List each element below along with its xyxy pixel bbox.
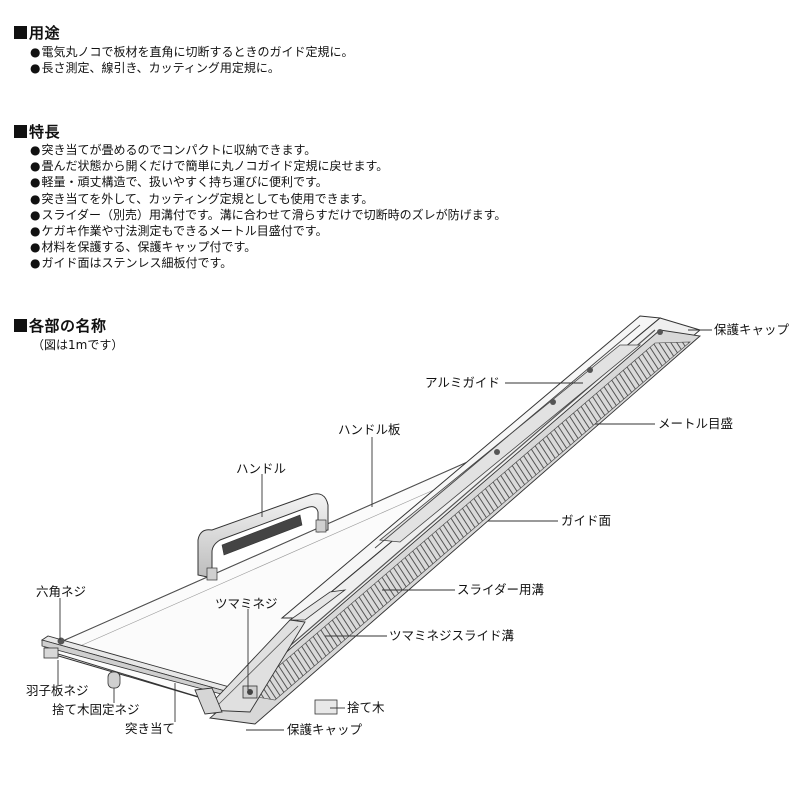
knob-slide-assembly	[203, 589, 347, 713]
square-bullet-icon	[14, 26, 27, 39]
features-title: 特長	[29, 123, 61, 141]
guide-hole-icon	[494, 449, 500, 455]
feature-item: 突き当てを外して、カッティング定規としても使用できます。	[30, 191, 506, 207]
parts-note: （図は1mです）	[32, 338, 124, 352]
label-cap-top: 保護キャップ	[714, 322, 790, 337]
usage-heading: 用途	[14, 22, 60, 43]
usage-item: 長さ測定、線引き、カッティング用定規に。	[30, 60, 354, 76]
label-knob-screw: ツマミネジ	[215, 596, 278, 611]
feature-item: 材料を保護する、保護キャップ付です。	[30, 239, 506, 255]
feature-item: スライダー（別売）用溝付です。溝に合わせて滑らすだけで切断時のズレが防げます。	[30, 207, 506, 223]
label-knob-slide-groove: ツマミネジスライド溝	[389, 628, 515, 643]
sacrificial-screw-icon	[107, 671, 121, 689]
label-slider-groove: スライダー用溝	[457, 582, 545, 597]
knob-screw-icon	[247, 689, 253, 695]
usage-title: 用途	[29, 24, 61, 42]
feature-item: 畳んだ状態から開くだけで簡単に丸ノコガイド定規に戻せます。	[30, 158, 506, 174]
left-end-screws	[43, 637, 65, 659]
handle-plate	[44, 451, 506, 706]
label-meter-scale: メートル目盛	[658, 416, 733, 431]
features-heading: 特長	[14, 121, 60, 142]
usage-item: 電気丸ノコで板材を直角に切断するときのガイド定規に。	[30, 44, 353, 60]
parts-title: 各部の名称	[29, 317, 107, 335]
usage-list: 電気丸ノコで板材を直角に切断するときのガイド定規に。 長さ測定、線引き、カッティ…	[30, 44, 354, 76]
leader-lines	[57, 329, 712, 731]
sacrificial-wood	[107, 671, 338, 715]
label-sacrificial-screw: 捨て木固定ネジ	[52, 702, 140, 717]
features-list: 突き当てが畳めるのでコンパクトに収納できます。 畳んだ状態から開くだけで簡単に丸…	[30, 142, 506, 272]
guide-hole-icon	[587, 367, 593, 373]
handle	[197, 493, 329, 581]
hex-screw-icon	[57, 637, 65, 645]
label-wing-screw: 羽子板ネジ	[26, 683, 89, 698]
parts-heading: 各部の名称	[14, 315, 107, 336]
wing-screw-icon	[43, 647, 59, 659]
label-handle-plate: ハンドル板	[338, 422, 401, 437]
guide-hole-icon	[550, 399, 556, 405]
feature-item: ガイド面はステンレス細板付です。	[30, 255, 506, 271]
feature-item: 突き当てが畳めるのでコンパクトに収納できます。	[30, 142, 506, 158]
label-alumi-guide: アルミガイド	[425, 375, 500, 390]
meter-scale-strip	[244, 341, 691, 701]
label-sacrificial-wood: 捨て木	[347, 700, 385, 715]
part-labels: 保護キャップ アルミガイド ハンドル板 メートル目盛 ハンドル ガイド面 スライ…	[26, 322, 790, 737]
square-bullet-icon	[14, 319, 27, 332]
label-handle: ハンドル	[236, 461, 286, 476]
feature-item: 軽量・頑丈構造で、扱いやすく持ち運びに便利です。	[30, 174, 506, 190]
aluminium-guide	[203, 315, 702, 725]
label-hex-screw: 六角ネジ	[36, 584, 86, 599]
guide-hole-icon	[657, 329, 663, 335]
label-stopper: 突き当て	[125, 721, 175, 736]
label-cap-bottom: 保護キャップ	[287, 722, 363, 737]
square-bullet-icon	[14, 125, 27, 138]
feature-item: ケガキ作業や寸法測定もできるメートル目盛付です。	[30, 223, 506, 239]
label-guide-face: ガイド面	[561, 513, 611, 528]
